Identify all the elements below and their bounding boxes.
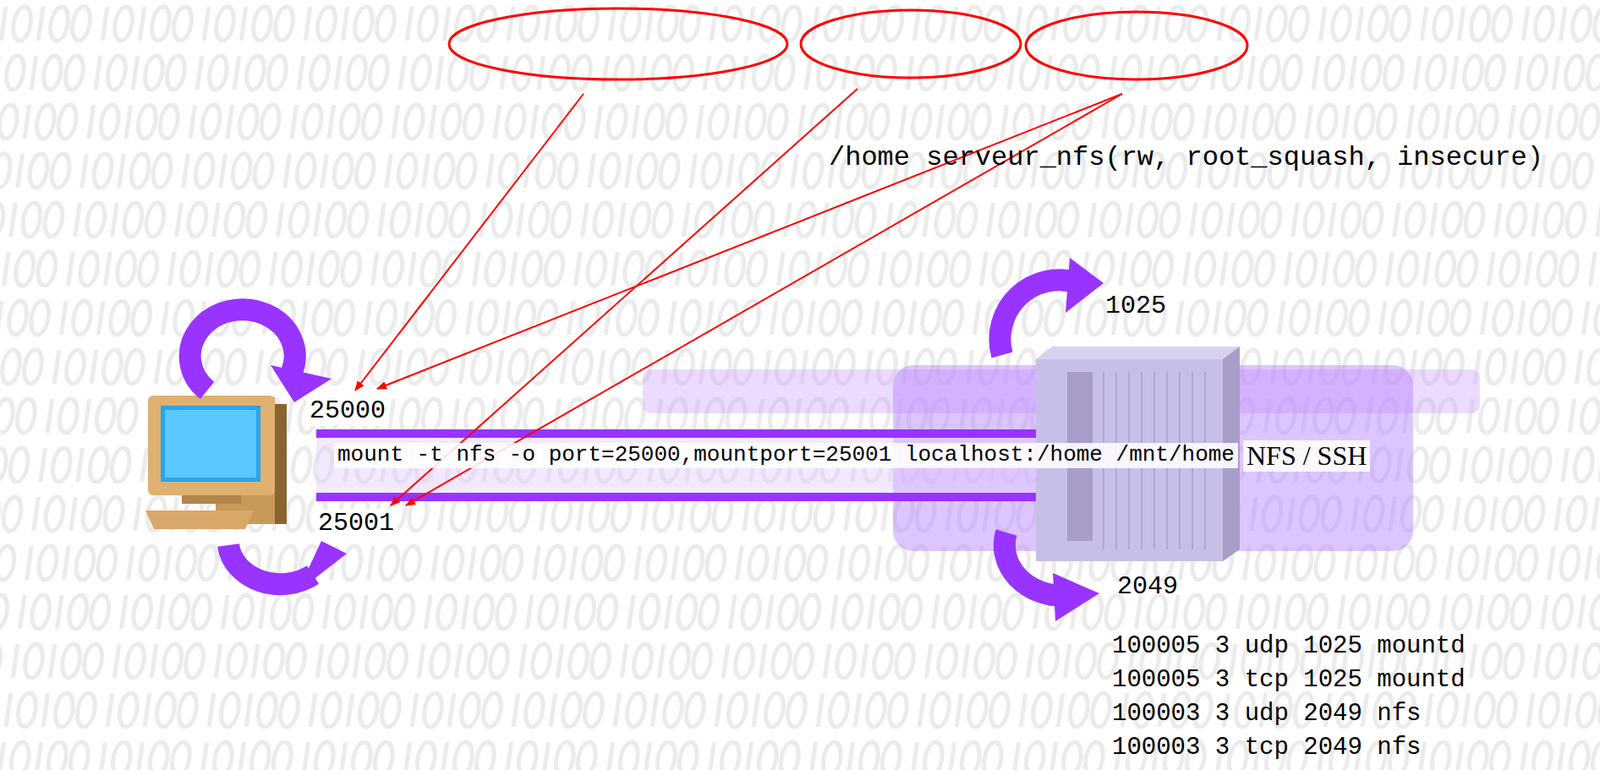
tunnel <box>316 365 1480 552</box>
computer-icon <box>145 395 287 530</box>
rpcinfo-row: 100005 3 tcp 1025 mountd <box>1112 666 1466 695</box>
mount-command: mount -t nfs -o port=25000,mountport=250… <box>334 443 1239 469</box>
export-line: /home serveur_nfs(rw, root_squash, insec… <box>828 142 1544 175</box>
port-number: 25000 <box>306 396 390 427</box>
port-number: 2049 <box>1117 572 1179 603</box>
callout-ellipse <box>449 8 1248 80</box>
rpcinfo-row: 100005 3 udp 1025 mountd <box>1112 632 1466 661</box>
loop-arrow <box>190 279 1079 597</box>
tunnel-label: NFS / SSH <box>1243 440 1370 472</box>
rpcinfo-row: 100003 3 tcp 2049 nfs <box>1112 734 1421 762</box>
rpcinfo-row: 100003 3 udp 2049 nfs <box>1112 700 1421 729</box>
port-number: 1025 <box>1105 291 1167 322</box>
arrow-head <box>270 257 1104 622</box>
port-number: 25001 <box>314 509 398 539</box>
